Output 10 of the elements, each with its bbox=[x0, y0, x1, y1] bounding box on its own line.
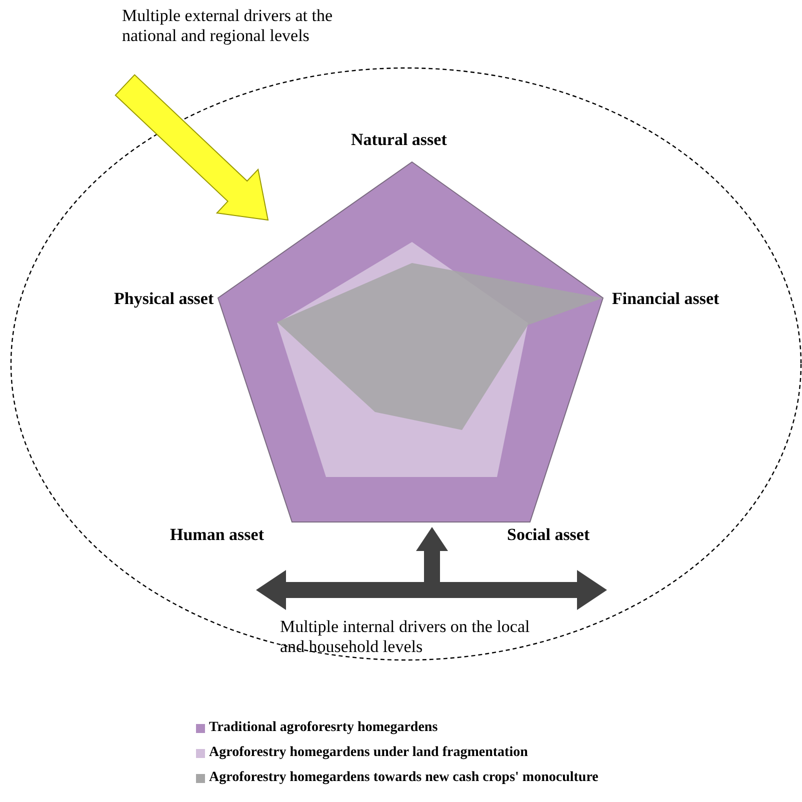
legend-text: Traditional agroforesrty homegardens bbox=[209, 720, 438, 736]
annotation-text: Multiple internal drivers on the local and household levels bbox=[280, 617, 531, 657]
legend-text: Agroforestry homegardens under land fragmentation bbox=[209, 745, 528, 761]
axis-label: Financial asset bbox=[612, 289, 720, 309]
axis-label: Physical asset bbox=[114, 289, 214, 309]
axis-label: Natural asset bbox=[351, 130, 447, 150]
legend-text: Agroforestry homegardens towards new cash crops' monoculture bbox=[209, 770, 598, 786]
axis-label: Human asset bbox=[170, 525, 264, 545]
axis-label: Social asset bbox=[507, 525, 590, 545]
annotation-text: Multiple external drivers at the national and regional levels bbox=[122, 6, 334, 46]
